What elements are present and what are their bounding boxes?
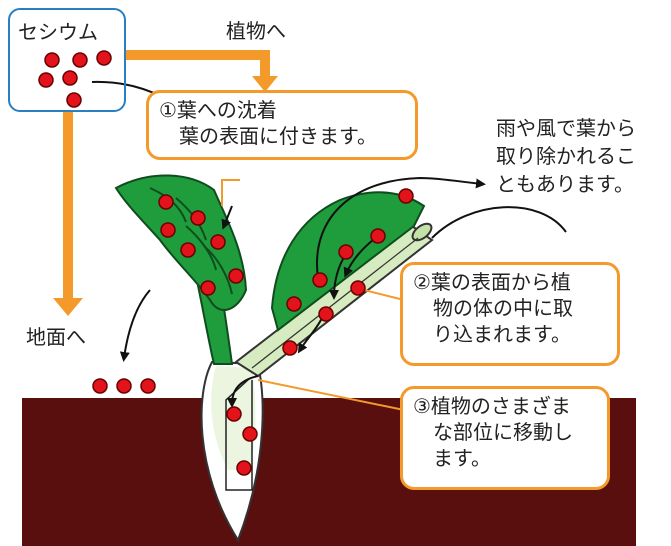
step-1-line: 葉の表面に付きます。 (159, 124, 377, 148)
callout-connectors (221, 179, 405, 411)
arrow-to-plant-head (252, 76, 278, 92)
label-removed-line: 取り除かれるこ (496, 144, 636, 168)
step-3-line: ③植物のさまざま (413, 394, 571, 418)
particle (398, 188, 414, 204)
particle (236, 460, 252, 476)
cesium-box: セシウム (8, 8, 126, 112)
particle (62, 70, 78, 86)
particle (286, 296, 302, 312)
arrow-to-ground-head (53, 298, 83, 316)
step-2-line: 物の体の中に取 (413, 296, 573, 320)
particle (200, 280, 216, 296)
right-leaf (270, 191, 426, 332)
particle (92, 378, 108, 394)
particle (96, 50, 112, 66)
callout-step-3: ③植物のさまざま な部位に移動し ます。 (400, 386, 610, 490)
step-3-line: な部位に移動し (413, 420, 573, 444)
label-to-ground: 地面へ (26, 325, 86, 349)
left-leaf (114, 174, 248, 312)
particle (242, 426, 258, 442)
orange-arrows (63, 50, 270, 300)
label-removed-line: ともあります。 (496, 172, 634, 196)
particle (282, 340, 298, 356)
particle (160, 222, 176, 238)
step-1-line: ①葉への沈着 (159, 98, 277, 122)
particle (312, 272, 328, 288)
step-3-line: ます。 (413, 446, 491, 470)
callout-step-1: ①葉への沈着 葉の表面に付きます。 (146, 90, 418, 160)
label-removed-line: 雨や風で葉から (496, 116, 636, 140)
cesium-particles (38, 50, 414, 476)
particle (66, 92, 82, 108)
particle (44, 52, 60, 68)
particle (116, 378, 132, 394)
step-2-line: り込まれます。 (413, 322, 571, 346)
particle (190, 210, 206, 226)
callout-step-2: ②葉の表面から植 物の体の中に取 り込まれます。 (400, 262, 620, 366)
particle (140, 378, 156, 394)
particle (228, 268, 244, 284)
step-2-line: ②葉の表面から植 (413, 270, 571, 294)
particle (338, 244, 354, 260)
particle (158, 194, 174, 210)
particle (370, 228, 386, 244)
particle (318, 306, 334, 322)
particle (210, 234, 226, 250)
cesium-box-title: セシウム (18, 20, 98, 44)
particle (180, 242, 196, 258)
stem-vascular (251, 237, 419, 369)
particle (226, 406, 242, 422)
label-to-plant: 植物へ (226, 19, 286, 43)
particle (350, 280, 366, 296)
particle (38, 72, 54, 88)
label-removed: 雨や風で葉から 取り除かれるこ ともあります。 (496, 114, 671, 198)
particle (72, 52, 88, 68)
stem-end (411, 222, 433, 242)
